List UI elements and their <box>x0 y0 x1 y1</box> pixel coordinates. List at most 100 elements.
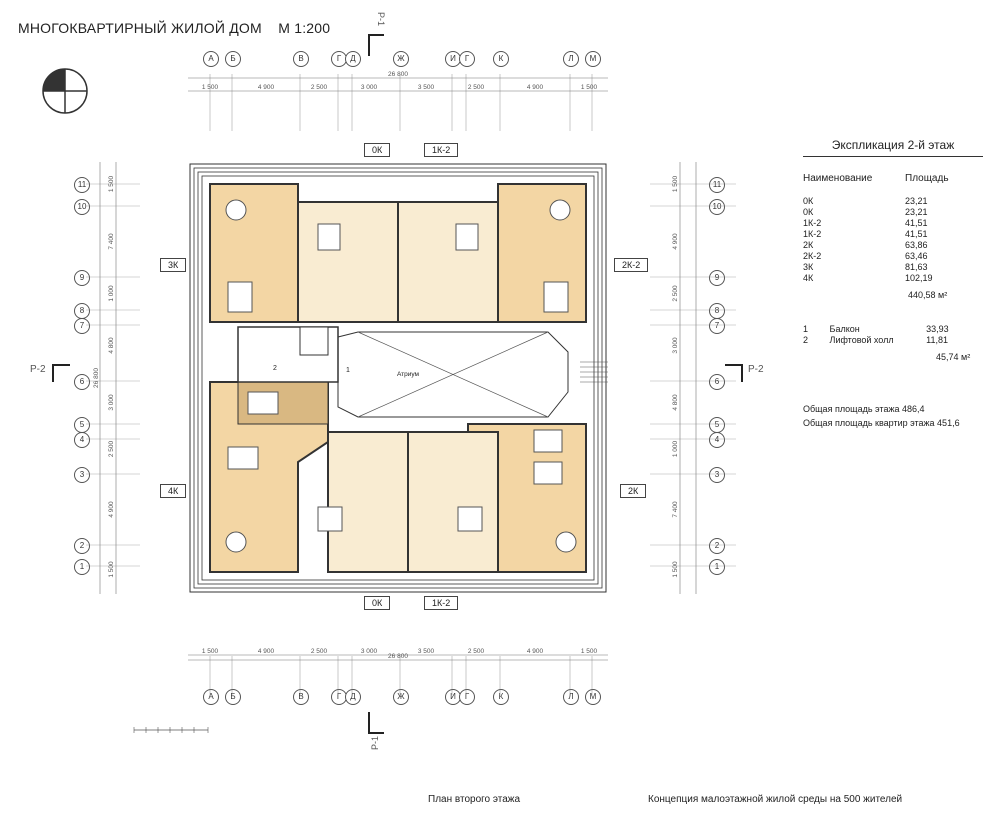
apartments-floor-total-area: Общая площадь квартир этажа 451,6 <box>803 418 960 428</box>
legend-apartment-row: 1К-2 41,51 <box>803 229 983 240</box>
apartment-area: 41,51 <box>905 218 928 228</box>
project-caption: Концепция малоэтажной жилой среды на 500… <box>648 794 903 805</box>
legend-head-name: Наименование <box>803 173 873 184</box>
section-mark-top <box>368 34 384 56</box>
axis-bubble-left: 4 <box>74 432 90 448</box>
legend-apartment-row: 1К-2 41,51 <box>803 218 983 229</box>
axis-bubble-right: 3 <box>709 467 725 483</box>
axis-bubble-bottom: Ж <box>393 689 409 705</box>
apartment-area: 41,51 <box>905 229 928 239</box>
tag-right-top: 2К-2 <box>614 258 649 272</box>
axis-bubble-left: 5 <box>74 417 90 433</box>
dimension-value: 1 000 <box>108 285 115 302</box>
axis-bubble-left: 9 <box>74 270 90 286</box>
dimension-value: 2 500 <box>108 440 115 457</box>
axis-bubble-right: 2 <box>709 538 725 554</box>
apartment-type: 2К <box>803 240 814 250</box>
legend-common-total: 45,74 м² <box>936 352 971 362</box>
axis-bubble-left: 2 <box>74 538 90 554</box>
tag-bottom-right: 1К-2 <box>424 596 459 610</box>
tag-left-bottom: 4К <box>160 484 187 498</box>
axis-bubble-right: 6 <box>709 374 725 390</box>
axis-bubble-bottom: Б <box>225 689 241 705</box>
axis-bubble-right: 10 <box>709 199 725 215</box>
apartment-type: 4К <box>803 273 814 283</box>
apartment-type: 1К-2 <box>803 229 822 239</box>
axis-bubble-right: 1 <box>709 559 725 575</box>
axis-bubble-left: 6 <box>74 374 90 390</box>
axis-bubble-top: М <box>585 51 601 67</box>
axis-bubble-right: 7 <box>709 318 725 334</box>
common-number: 2 <box>803 335 809 345</box>
dimension-value: 1 500 <box>672 561 679 578</box>
dimension-value: 2 500 <box>672 285 679 302</box>
axis-bubble-right: 11 <box>709 177 725 193</box>
legend-apartments-total: 440,58 м² <box>908 290 948 300</box>
tag-top-right: 1К-2 <box>424 143 459 157</box>
axis-bubble-left: 7 <box>74 318 90 334</box>
dimension-value: 3 000 <box>108 394 115 411</box>
dimension-value: 1 500 <box>672 175 679 192</box>
common-name: Балкон <box>829 324 860 334</box>
axis-bubble-right: 4 <box>709 432 725 448</box>
axis-bubble-bottom: М <box>585 689 601 705</box>
legend-header: Наименование Площадь <box>803 173 983 184</box>
dimension-value: 3 500 <box>418 84 435 91</box>
dimension-value: 7 400 <box>672 501 679 518</box>
axis-bubble-bottom: К <box>493 689 509 705</box>
axis-bubble-top: А <box>203 51 219 67</box>
dimension-value: 2 500 <box>311 648 328 655</box>
dimension-value: 4 900 <box>108 501 115 518</box>
axis-bubble-right: 9 <box>709 270 725 286</box>
dimension-value: 4 800 <box>108 337 115 354</box>
dimension-value: 3 000 <box>361 648 378 655</box>
overall-dimension: 26 800 <box>388 653 408 660</box>
title-text: МНОГОКВАРТИРНЫЙ ЖИЛОЙ ДОМ <box>18 20 262 36</box>
dimension-value: 4 900 <box>527 648 544 655</box>
dimension-value: 1 500 <box>108 561 115 578</box>
dimension-value: 4 800 <box>672 394 679 411</box>
dimension-value: 4 900 <box>258 84 275 91</box>
section-mark-left <box>52 364 70 382</box>
balcony-number: 1 <box>346 367 350 374</box>
apartment-area: 63,46 <box>905 251 928 261</box>
dimension-value: 1 500 <box>202 648 219 655</box>
section-label-right: Р-2 <box>748 364 764 375</box>
legend-panel: Экспликация 2-й этаж Наименование Площад… <box>803 138 983 428</box>
dimension-value: 2 500 <box>311 84 328 91</box>
page-title: МНОГОКВАРТИРНЫЙ ЖИЛОЙ ДОМ М 1:200 <box>18 20 330 36</box>
overall-dimension: 26 800 <box>388 71 408 78</box>
lift-hall-number: 2 <box>273 365 277 372</box>
scale-text: М 1:200 <box>278 20 331 36</box>
common-area: 11,81 <box>926 335 949 345</box>
axis-bubble-left: 11 <box>74 177 90 193</box>
overall-dimension: 26 800 <box>93 368 100 388</box>
axis-bubble-left: 1 <box>74 559 90 575</box>
axis-bubble-top: Д <box>345 51 361 67</box>
axis-bubble-bottom: В <box>293 689 309 705</box>
dimension-value: 4 900 <box>527 84 544 91</box>
dimension-value: 7 400 <box>108 233 115 250</box>
dimension-value: 3 500 <box>418 648 435 655</box>
legend-title: Экспликация 2-й этаж <box>803 138 983 157</box>
dimension-value: 1 500 <box>581 648 598 655</box>
apartment-type: 1К-2 <box>803 218 822 228</box>
apartment-area: 81,63 <box>905 262 928 272</box>
dimension-value: 4 900 <box>258 648 275 655</box>
apartment-area: 23,21 <box>905 196 928 206</box>
axis-bubble-top: Г <box>459 51 475 67</box>
floor-total-area: Общая площадь этажа 486,4 <box>803 404 925 414</box>
axis-bubble-bottom: Л <box>563 689 579 705</box>
floor-plan: Атриум 2 1 <box>189 163 608 593</box>
apartment-type: 0К <box>803 207 814 217</box>
axis-bubble-bottom: Г <box>459 689 475 705</box>
